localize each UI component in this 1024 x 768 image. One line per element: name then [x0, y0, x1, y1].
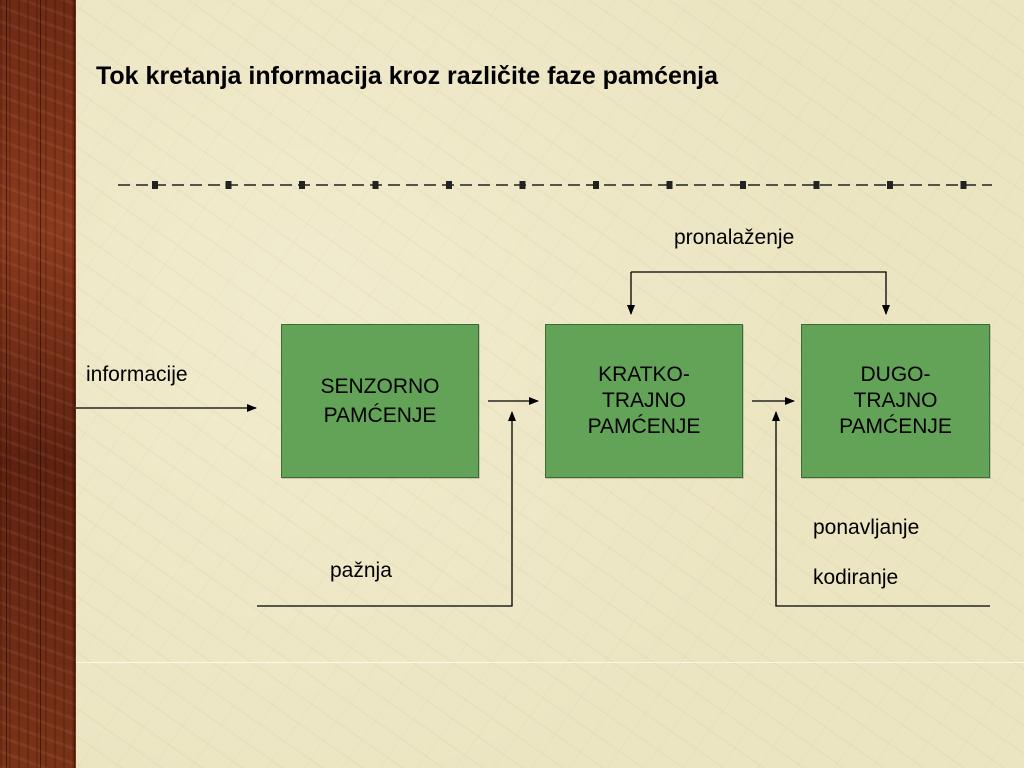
attention-label: pažnja	[330, 559, 392, 582]
slide-title: Tok kretanja informacija kroz različite …	[96, 62, 718, 90]
box-line: TRAJNO	[602, 388, 686, 412]
box-line: PAMĆENJE	[323, 404, 437, 427]
attention-arrow	[257, 411, 516, 607]
retrieval-arrow-right	[631, 271, 890, 315]
divider-marker	[740, 181, 746, 189]
divider-marker	[152, 181, 158, 189]
box-line: KRATKO-	[598, 362, 690, 386]
divider-marker	[299, 181, 305, 189]
rehearsal-encoding-arrow	[772, 411, 990, 607]
sensory-memory-box: SENZORNO PAMĆENJE	[281, 324, 479, 478]
divider-marker	[446, 181, 452, 189]
strip-line	[74, 0, 75, 768]
divider-markers	[152, 181, 967, 189]
strip-line	[40, 0, 41, 768]
divider-marker	[519, 181, 526, 189]
divider-marker	[813, 181, 820, 189]
divider-marker	[593, 181, 599, 189]
divider-marker	[887, 181, 893, 189]
retrieval-label: pronalaženje	[674, 226, 795, 249]
strip-line	[6, 0, 7, 768]
box-line: DUGO-	[860, 362, 931, 386]
encoding-label: kodiranje	[813, 566, 899, 589]
rehearsal-label: ponavljanje	[813, 516, 920, 539]
divider-marker	[666, 181, 673, 189]
short-term-memory-box: KRATKO- TRAJNO PAMĆENJE	[545, 324, 743, 478]
box-line: PAMĆENJE	[587, 415, 701, 439]
input-label: informacije	[86, 363, 188, 386]
divider-marker	[225, 181, 232, 189]
side-decorative-strip	[0, 0, 76, 768]
box-line: PAMĆENJE	[839, 415, 952, 439]
bottom-divider	[76, 662, 1024, 663]
long-term-memory-box: DUGO- TRAJNO PAMĆENJE	[801, 324, 990, 478]
divider-marker	[960, 181, 967, 189]
box-line: SENZORNO	[320, 374, 440, 398]
divider-marker	[372, 181, 379, 189]
box-line: TRAJNO	[853, 388, 938, 412]
